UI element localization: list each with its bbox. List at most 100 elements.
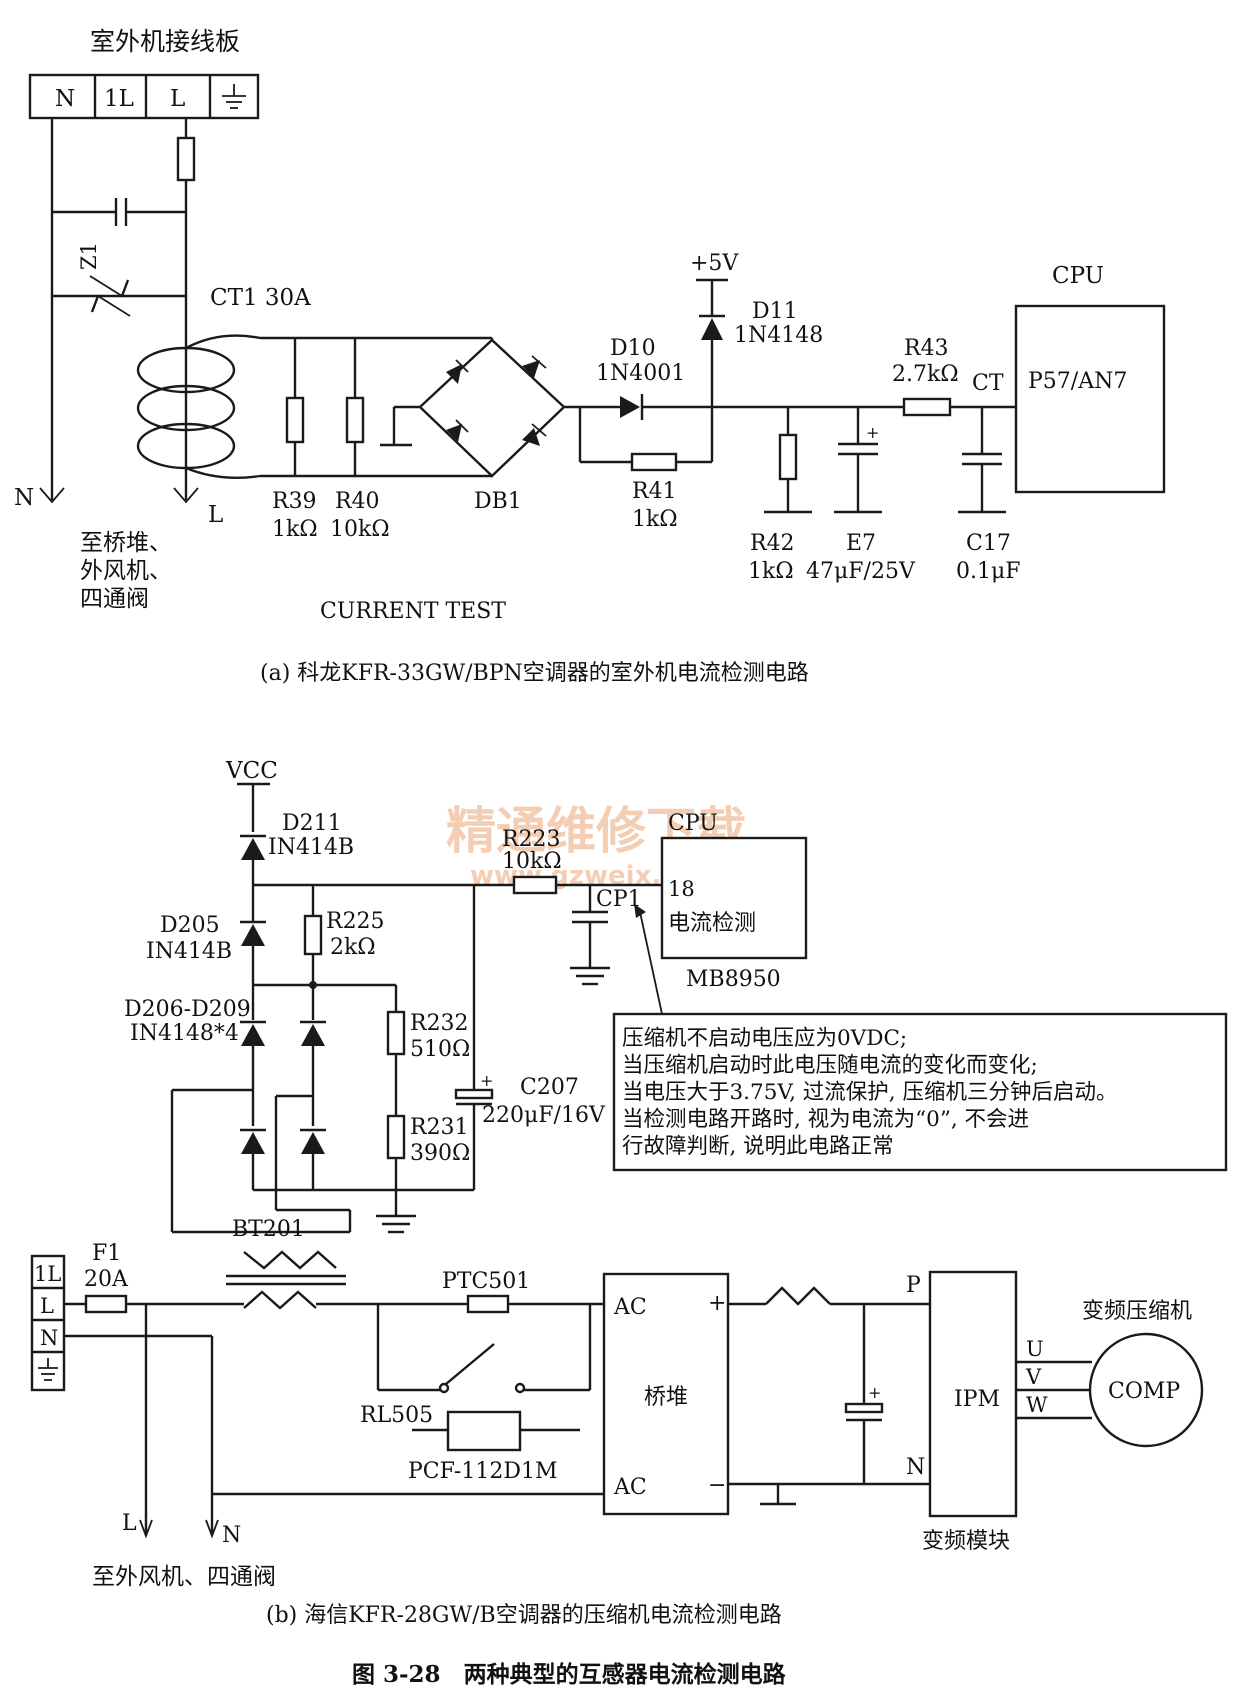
capacitor-e7: +: [834, 407, 882, 514]
ipm-label: IPM: [954, 1387, 1000, 1412]
terminal-block-title: 室外机接线板: [90, 27, 240, 56]
figure-caption: 图 3-28 两种典型的互感器电流检测电路: [352, 1661, 787, 1688]
w-label: W: [1026, 1393, 1048, 1417]
comp-label: COMP: [1108, 1379, 1180, 1404]
terminal-block-b: 1L L N: [30, 1254, 66, 1392]
r41-value: 1kΩ: [632, 507, 678, 532]
capacitor-c17: [958, 407, 1006, 514]
dest-b: 至外风机、四通阀: [92, 1564, 276, 1590]
r39-value: 1kΩ: [272, 517, 318, 542]
terminal-l: L: [170, 86, 185, 112]
dc-capacitor-plus-sign: +: [868, 1383, 881, 1402]
cp1-label: CP1: [596, 887, 642, 912]
ipm-box: [928, 1270, 1018, 1518]
e7-plus-sign: +: [866, 423, 879, 442]
relay-coil: [446, 1410, 522, 1452]
n-dc-label: N: [906, 1455, 925, 1480]
ac-top-label: AC: [613, 1295, 647, 1320]
r39-name: R39: [272, 489, 317, 514]
note-line-1: 压缩机不启动电压应为0VDC;: [622, 1026, 907, 1051]
d11-part: 1N4148: [734, 323, 823, 348]
capacitor-nl: [52, 198, 186, 226]
capacitor-cp1: [570, 885, 610, 986]
r231-value: 390Ω: [410, 1141, 470, 1166]
plus5v-label: +5V: [690, 251, 739, 276]
cpu-b-function: 电流检测: [668, 911, 756, 936]
d10-name: D10: [610, 336, 656, 361]
bridge-plus: +: [708, 1291, 726, 1316]
dc-capacitor: +: [844, 1304, 884, 1484]
u-label: U: [1026, 1337, 1044, 1361]
dc-inductor: [765, 1286, 831, 1306]
terminal-b-1l: 1L: [34, 1262, 61, 1286]
terminal-b-n: N: [40, 1326, 58, 1350]
bridge-rectifier-db1: [380, 338, 566, 478]
cpu-b-box: [660, 836, 808, 960]
c17-value: 0.1μF: [956, 559, 1021, 584]
cpu-a-label: CPU: [1052, 263, 1104, 289]
r41-name: R41: [632, 479, 677, 504]
r40-value: 10kΩ: [330, 517, 390, 542]
d211-part: IN414B: [268, 835, 354, 860]
resistor-r39: [285, 338, 305, 476]
terminal-1l: 1L: [104, 86, 134, 112]
resistor-r223: [512, 875, 558, 895]
ct-label: CT: [972, 371, 1004, 396]
resistor-r231: [386, 1114, 406, 1160]
ac-bottom-label: AC: [613, 1475, 647, 1500]
r231-name: R231: [410, 1115, 469, 1140]
d11-name: D11: [752, 299, 798, 324]
n-out-label: N: [14, 485, 34, 511]
bridge-minus: −: [708, 1473, 726, 1498]
v-label: V: [1025, 1365, 1042, 1389]
cpu-a-pin: P57/AN7: [1028, 369, 1127, 394]
r232-name: R232: [410, 1011, 469, 1036]
d10-part: 1N4001: [596, 361, 685, 386]
compressor-icon: [1088, 1332, 1204, 1448]
ground-b-icon: [376, 1214, 416, 1234]
module-label: 变频模块: [922, 1529, 1010, 1554]
figure-b: 精通维修下载 www.gzweix.com VCC D211 IN414B R2…: [30, 758, 1228, 1628]
cpu-b-label: CPU: [668, 811, 718, 836]
l-b-out-label: L: [122, 1511, 137, 1536]
comp-title: 变频压缩机: [1082, 1299, 1192, 1324]
l-b-arrow-icon: [139, 1519, 153, 1539]
resistor-r42: [764, 407, 812, 514]
d205-part: IN414B: [146, 939, 232, 964]
bridge-label: 桥堆: [644, 1385, 688, 1410]
e7-value: 47μF/25V: [806, 559, 916, 584]
terminal-n: N: [55, 86, 75, 112]
n-arrow-icon: [39, 487, 65, 504]
c207-value: 220μF/16V: [482, 1103, 606, 1128]
r225-name: R225: [326, 909, 385, 934]
r223-value: 10kΩ: [502, 849, 562, 874]
resistor-r232: [386, 1010, 406, 1056]
resistor-r41: [630, 452, 678, 472]
note-pointer: [639, 911, 663, 1015]
r43-value: 2.7kΩ: [892, 362, 959, 387]
cpu-a-box: [1014, 304, 1166, 494]
ptc501: [466, 1294, 510, 1314]
r232-value: 510Ω: [410, 1037, 470, 1062]
transformer-bt201: [226, 1210, 352, 1310]
db1-label: DB1: [474, 489, 522, 514]
d206-name: D206-D209: [124, 997, 251, 1022]
resistor-r225: [303, 914, 323, 956]
caption-a: (a) 科龙KFR-33GW/BPN空调器的室外机电流检测电路: [260, 661, 809, 686]
relay-switch-rl505: [378, 1304, 592, 1394]
current-transformer-ct1: [136, 334, 261, 479]
note-box: [612, 1012, 1228, 1172]
caption-b: (b) 海信KFR-28GW/B空调器的压缩机电流检测电路: [266, 1603, 782, 1628]
cpu-b-part: MB8950: [686, 967, 781, 992]
vcc-label: VCC: [225, 758, 278, 784]
ct1-label: CT1 30A: [210, 285, 311, 311]
fuse-f1: [84, 1294, 128, 1314]
dest-a-line1: 至桥堆、: [80, 530, 172, 556]
r42-value: 1kΩ: [748, 559, 794, 584]
fuse-a: [176, 136, 196, 182]
terminal-block-a: N 1L L: [28, 73, 260, 120]
d206-part: IN4148*4: [130, 1021, 239, 1046]
terminal-b-l: L: [40, 1294, 54, 1318]
resistor-r43: [902, 397, 952, 417]
